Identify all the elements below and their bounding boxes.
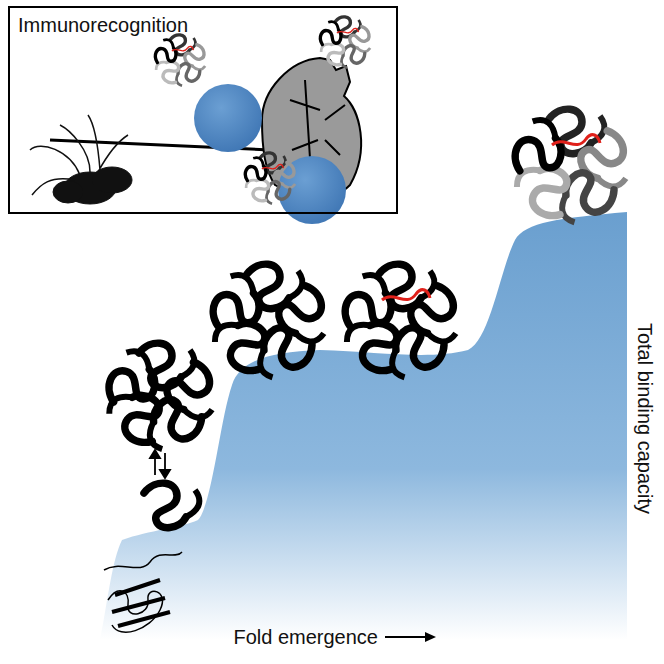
protein-subunit [144,483,186,528]
protein-subunit [161,359,216,413]
protein-loop [530,117,560,138]
protein-loop [228,272,258,293]
protein-loop [385,350,412,380]
protein-loop [252,156,265,165]
protein-loop [162,38,175,47]
protein-subunit [560,162,620,223]
protein-ring [510,109,629,225]
protein-ring [340,264,459,380]
protein-loop [124,348,154,369]
protein-loop [327,20,340,29]
equilibrium-arrows [150,450,170,478]
protein-loop [360,272,390,293]
protein-loop [338,56,350,69]
linker [262,164,284,169]
linker [337,28,359,33]
protein-loop [143,422,170,452]
inset-box: Immunorecognition [8,6,398,214]
protein-subunit [390,317,450,378]
protein-loop [173,74,185,87]
protein-ring [104,343,216,451]
protein-loop [263,192,275,205]
protein-subunit [258,317,318,378]
protein-subunit [265,177,292,204]
sea-creature [30,115,132,204]
protein-loop [253,350,280,380]
protein-subunit [340,41,367,68]
axis-arrow [385,632,436,642]
protein-ring [153,35,207,87]
x-axis-label: Fold emergence [233,626,378,649]
linker [172,46,194,51]
ribbon-monomer [104,552,182,632]
bacterium [194,84,262,152]
protein-loop [555,195,582,225]
protein-ring [318,17,372,69]
y-axis-label: Total binding capacity [633,322,656,513]
linker [382,290,430,300]
linker [552,135,600,145]
protein-ring [144,483,199,528]
inset-title: Immunorecognition [10,8,196,43]
protein-ring [208,264,327,380]
protein-loop [186,490,199,517]
capacity-area [100,212,627,640]
protein-subunit [175,59,202,86]
protein-ring [243,153,297,205]
protein-loop [289,271,302,298]
